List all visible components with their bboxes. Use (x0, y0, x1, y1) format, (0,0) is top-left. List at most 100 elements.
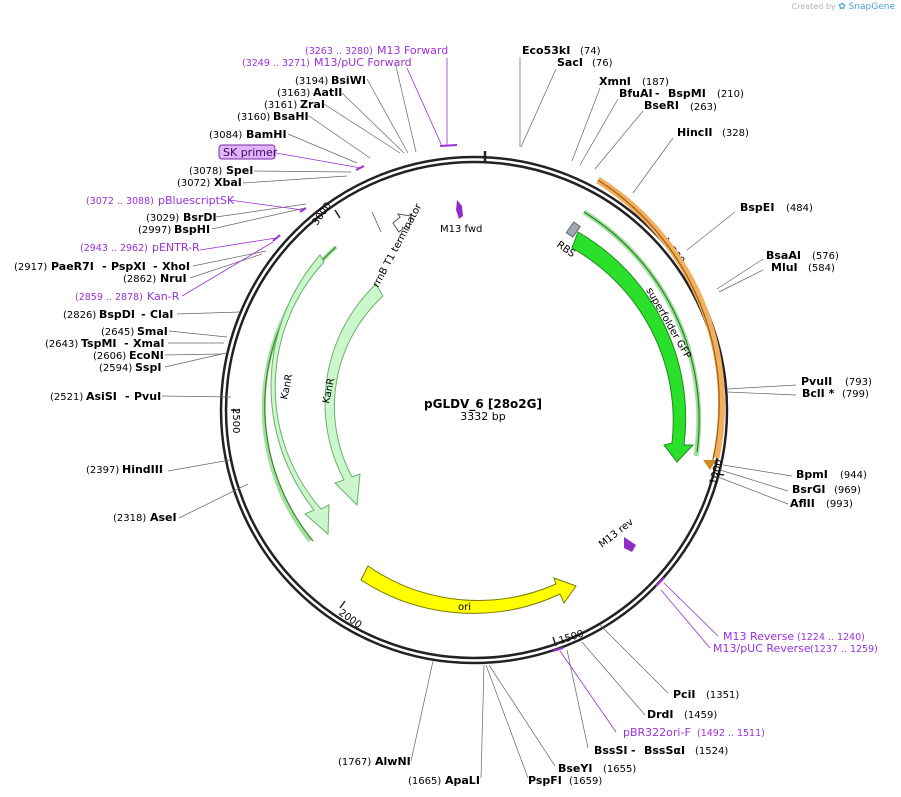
site-pspfi[interactable]: PspFI(1659) (528, 774, 602, 787)
site-pvuii[interactable]: PvuII(793) (801, 375, 872, 388)
kanr-outer-arrow (270, 254, 330, 536)
svg-text:(2826): (2826) (63, 310, 96, 321)
svg-text:BclI *: BclI * (802, 387, 835, 400)
svg-text:PvuI: PvuI (134, 390, 161, 403)
site-bsrgi[interactable]: BsrGI(969) (792, 483, 861, 496)
site-aatii[interactable]: (3163)AatII (277, 86, 342, 99)
svg-text:Eco53kI: Eco53kI (522, 44, 570, 57)
primer-pentr-r[interactable]: (2943 .. 2962)pENTR-R (80, 241, 200, 254)
tick-2000: 2000 (336, 600, 363, 631)
primer-pbluescriptsk[interactable]: (3072 .. 3088)pBluescriptSK (86, 194, 235, 207)
svg-text:BspMI: BspMI (668, 87, 706, 100)
svg-text:SmaI: SmaI (137, 325, 168, 338)
credit-prefix: Created by (791, 2, 836, 11)
site-bsaai[interactable]: BsaAI(576) (766, 249, 839, 262)
svg-text:BspHI: BspHI (174, 223, 210, 236)
primer-pbr322ori-f[interactable]: pBR322ori-F(1492 .. 1511) (623, 726, 765, 739)
primer-m13-puc-forward[interactable]: (3249 .. 3271) M13/pUC Forward (242, 56, 412, 69)
site-paer7i-pspxi-xhoi[interactable]: (2917)PaeR7I-PspXI-XhoI (14, 260, 190, 273)
site-bpmi[interactable]: BpmI(944) (796, 468, 867, 481)
primer-m13-forward[interactable]: (3263 .. 3280)M13 Forward (305, 44, 448, 57)
svg-text:(74): (74) (580, 46, 601, 57)
site-spei[interactable]: (3078)SpeI (189, 164, 253, 177)
svg-text:PspXI: PspXI (111, 260, 146, 273)
svg-text:(2521): (2521) (50, 392, 83, 403)
site-bsphi[interactable]: (2997)BspHI (138, 223, 210, 236)
site-eco53ki[interactable]: Eco53kI (74) (522, 44, 601, 57)
svg-text:pBR322ori-F: pBR322ori-F (623, 726, 691, 739)
site-pcii[interactable]: PciI(1351) (673, 688, 739, 701)
site-apali[interactable]: (1665)ApaLI (408, 774, 480, 787)
svg-text:SK primer: SK primer (223, 146, 278, 159)
site-bsrdi[interactable]: (3029)BsrDI (146, 211, 217, 224)
svg-text:(2606): (2606) (93, 351, 126, 362)
svg-text:(1524): (1524) (695, 746, 728, 757)
svg-text:BamHI: BamHI (246, 128, 287, 141)
site-bamhi[interactable]: (3084)BamHI (209, 128, 287, 141)
site-mlui[interactable]: MluI(584) (771, 261, 835, 274)
site-bseyi[interactable]: BseYI(1655) (558, 762, 636, 775)
site-alwni[interactable]: (1767)AlwNI (338, 755, 411, 768)
green-feature-line (583, 211, 700, 453)
svg-text:-: - (655, 87, 660, 100)
primer-m13-reverse[interactable]: M13 Reverse(1224 .. 1240) (723, 630, 865, 643)
site-asisi-pvui[interactable]: (2521)AsiSI-PvuI (50, 390, 161, 403)
svg-text:AflII: AflII (790, 497, 815, 510)
svg-text:(2862): (2862) (123, 274, 156, 285)
svg-text:DrdI: DrdI (647, 708, 674, 721)
primer-m13-puc-reverse[interactable]: M13/pUC Reverse(1237 .. 1259) (713, 642, 878, 655)
svg-text:BfuAI: BfuAI (619, 87, 653, 100)
site-hindiii[interactable]: (2397)HindIII (86, 463, 163, 476)
svg-text:PaeR7I: PaeR7I (51, 260, 94, 273)
site-saci[interactable]: SacI(76) (557, 56, 613, 69)
svg-text:(584): (584) (808, 263, 835, 274)
ori-label: ori (458, 602, 471, 613)
site-nrui[interactable]: (2862)NruI (123, 272, 187, 285)
primer-leaders (181, 58, 719, 733)
site-asei[interactable]: (2318)AseI (113, 511, 177, 524)
backbone-outer (219, 155, 729, 665)
orange-feature-line (597, 179, 720, 465)
site-econi[interactable]: (2606)EcoNI (93, 349, 164, 362)
site-bsssi[interactable]: BssSI-BssSαI(1524) (594, 744, 728, 757)
svg-text:XmnI: XmnI (599, 75, 631, 88)
svg-text:ApaLI: ApaLI (445, 774, 480, 787)
primer-kan-r[interactable]: (2859 .. 2878)Kan-R (75, 290, 180, 303)
site-bsiwi[interactable]: (3194)BsiWI (295, 74, 366, 87)
site-sspi[interactable]: (2594)SspI (99, 361, 161, 374)
svg-text:BsaHI: BsaHI (273, 110, 309, 123)
site-bspei[interactable]: BspEI(484) (740, 201, 813, 214)
gfp-arrow (571, 231, 695, 463)
svg-text:(3078): (3078) (189, 166, 222, 177)
credit-brand: SnapGene (848, 2, 895, 12)
site-bspdi-clai[interactable]: (2826)BspDI-ClaI (63, 308, 173, 321)
site-xmni[interactable]: XmnI(187) (599, 75, 669, 88)
svg-text:AlwNI: AlwNI (375, 755, 411, 768)
svg-text:BssSαI: BssSαI (644, 744, 685, 757)
site-tspmi-xmai[interactable]: (2643)TspMI-XmaI (45, 337, 164, 350)
svg-text:(328): (328) (722, 128, 749, 139)
site-bsahi[interactable]: (3160)BsaHI (237, 110, 309, 123)
site-xbai[interactable]: (3072)XbaI (177, 176, 242, 189)
svg-text:-: - (124, 337, 129, 350)
svg-text:(263): (263) (690, 102, 717, 113)
svg-text:(2917): (2917) (14, 262, 47, 273)
site-bseri[interactable]: BseRI(263) (644, 99, 717, 113)
kanr-outer-label: KanR (279, 373, 295, 401)
site-zrai[interactable]: (3161)ZraI (264, 98, 325, 111)
m13-rev-arrow (624, 537, 636, 552)
site-bcli[interactable]: BclI *(799) (802, 387, 869, 400)
site-hincii[interactable]: HincII(328) (677, 126, 749, 139)
svg-text:(576): (576) (812, 251, 839, 262)
svg-text:BseYI: BseYI (558, 762, 592, 775)
svg-text:pENTR-R: pENTR-R (152, 241, 200, 254)
svg-text:M13/pUC Forward: M13/pUC Forward (314, 56, 412, 69)
site-drdi[interactable]: DrdI(1459) (647, 708, 717, 721)
site-smai[interactable]: (2645)SmaI (101, 325, 168, 338)
svg-text:(969): (969) (834, 485, 861, 496)
site-bfuai-bspmi[interactable]: BfuAI-BspMI(210) (619, 87, 744, 100)
svg-text:(3249 .. 3271): (3249 .. 3271) (242, 58, 310, 69)
svg-text:(2859 .. 2878): (2859 .. 2878) (75, 292, 143, 303)
primer-sk[interactable]: SK primer (218, 144, 278, 160)
site-aflii[interactable]: AflII(993) (790, 497, 853, 510)
